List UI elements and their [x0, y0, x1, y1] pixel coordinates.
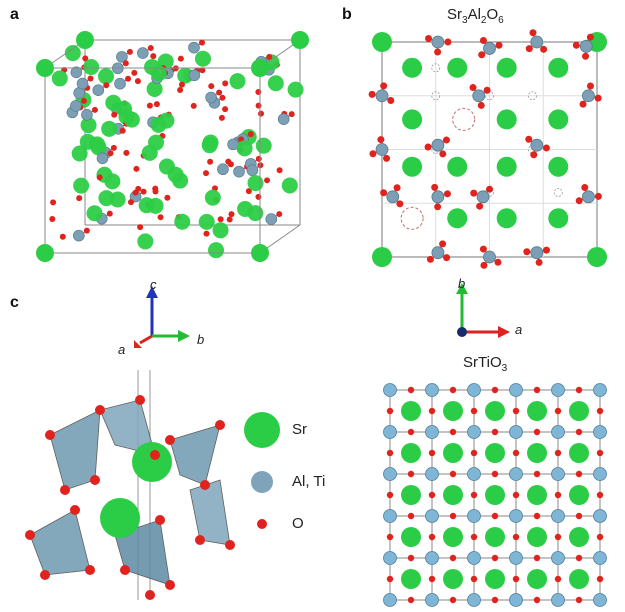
axis-a-label-abc: a: [118, 342, 126, 357]
srtio3-projection: [383, 383, 607, 607]
axes-abc-indicator: [134, 286, 190, 348]
legend-label-sr: Sr: [292, 421, 307, 438]
axis-b-label-ab: b: [458, 276, 466, 291]
panel-label-a: a: [10, 6, 19, 23]
axis-c-label: c: [150, 277, 157, 292]
axis-b-label-abc: b: [197, 332, 205, 347]
legend-label-o: O: [292, 515, 304, 532]
title-srtio3: SrTiO3: [463, 354, 508, 374]
polyhedra-ring: [25, 370, 235, 600]
legend-sr-icon: [244, 412, 280, 448]
panel-label-b: b: [342, 6, 352, 23]
axis-a-label-ab: a: [515, 322, 523, 337]
title-sr3al2o6: Sr3Al2O6: [447, 6, 504, 26]
legend-o-icon: [257, 519, 267, 529]
legend-label-al-ti: Al, Ti: [292, 473, 326, 490]
legend-icons: [244, 412, 280, 529]
panel-label-c: c: [10, 294, 19, 311]
sr3al2o6-projection: [368, 29, 607, 269]
axes-ab-indicator: [456, 283, 510, 338]
crystal-cube-3d: [36, 31, 309, 262]
legend-al-ti-icon: [251, 471, 273, 493]
